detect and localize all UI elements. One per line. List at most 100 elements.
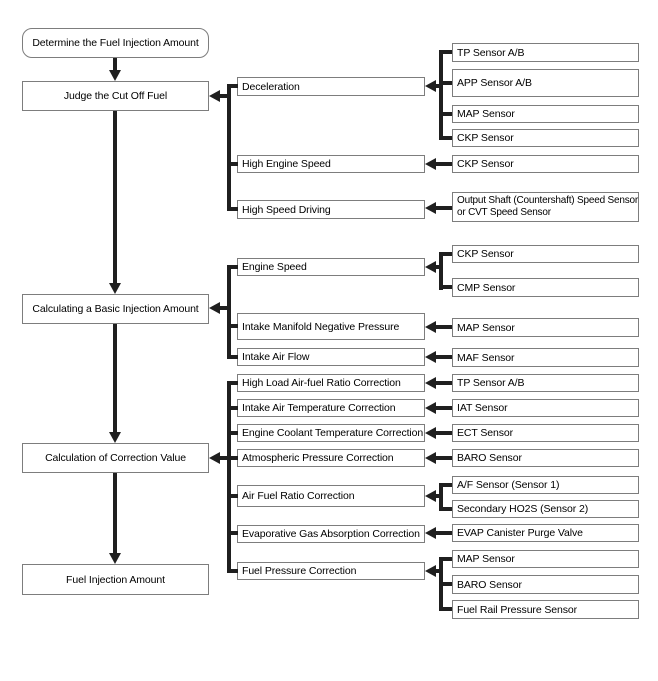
arrowhead-left xyxy=(425,377,436,389)
connector-line xyxy=(230,324,238,328)
node-map-sensor-1: MAP Sensor xyxy=(452,105,639,123)
node-cmp-sensor: CMP Sensor xyxy=(452,278,639,297)
arrowhead-left xyxy=(425,527,436,539)
connector-line xyxy=(219,456,228,460)
node-label: CMP Sensor xyxy=(457,281,516,294)
node-label: Intake Manifold Negative Pressure xyxy=(242,320,400,333)
connector-line xyxy=(436,381,452,385)
arrowhead-left xyxy=(425,490,436,502)
arrowhead-left xyxy=(425,202,436,214)
connector-line xyxy=(439,50,443,140)
node-label: APP Sensor A/B xyxy=(457,77,532,89)
node-label: Fuel Rail Pressure Sensor xyxy=(457,603,578,616)
node-map-sensor-3: MAP Sensor xyxy=(452,550,639,568)
connector-line xyxy=(442,507,452,511)
connector-line xyxy=(230,84,238,88)
arrowhead-left xyxy=(209,302,220,314)
node-label: Determine the Fuel Injection Amount xyxy=(32,37,199,49)
connector-line xyxy=(433,494,441,498)
node-determine-fuel-injection-amount: Determine the Fuel Injection Amount xyxy=(22,28,209,58)
connector-line xyxy=(433,265,441,269)
node-label: Output Shaft (Countershaft) Speed Sensor xyxy=(457,194,638,206)
arrowhead-left xyxy=(425,351,436,363)
node-label: CKP Sensor xyxy=(457,132,514,144)
node-calculation-of-correction-value: Calculation of Correction Value xyxy=(22,443,209,473)
node-label: Air Fuel Ratio Correction xyxy=(242,490,355,502)
node-atmospheric-pressure-correction: Atmospheric Pressure Correction xyxy=(237,449,425,467)
node-label: MAP Sensor xyxy=(457,553,515,565)
node-label: Judge the Cut Off Fuel xyxy=(63,90,168,102)
connector-line xyxy=(442,557,452,561)
node-ckp-sensor-1: CKP Sensor xyxy=(452,129,639,147)
arrowhead-left xyxy=(425,452,436,464)
node-output-shaft-speed-sensor: Output Shaft (Countershaft) Speed Sensor… xyxy=(452,192,639,222)
arrowhead-left xyxy=(209,90,220,102)
arrowhead-left xyxy=(425,427,436,439)
connector-line xyxy=(436,325,452,329)
connector-line xyxy=(442,607,452,611)
node-evaporative-gas-absorption-correction: Evaporative Gas Absorption Correction xyxy=(237,525,425,543)
connector-line xyxy=(436,355,452,359)
node-calculating-basic-injection-amount: Calculating a Basic Injection Amount xyxy=(22,294,209,324)
node-baro-sensor-2: BARO Sensor xyxy=(452,575,639,594)
node-label: Fuel Pressure Correction xyxy=(242,565,357,577)
node-label: Fuel Injection Amount xyxy=(66,573,165,586)
arrowhead-down xyxy=(109,553,121,564)
connector-line xyxy=(230,355,238,359)
connector-line xyxy=(436,431,452,435)
node-judge-cut-off-fuel: Judge the Cut Off Fuel xyxy=(22,81,209,111)
connector-line xyxy=(227,265,231,359)
connector-line xyxy=(442,285,452,289)
connector-line xyxy=(227,381,231,573)
arrowhead-left xyxy=(425,565,436,577)
node-ckp-sensor-2: CKP Sensor xyxy=(452,155,639,173)
node-label: Intake Air Flow xyxy=(242,351,310,363)
connector-line xyxy=(230,494,238,498)
node-high-engine-speed: High Engine Speed xyxy=(237,155,425,173)
node-label: BARO Sensor xyxy=(457,578,522,591)
connector-line xyxy=(113,473,117,553)
connector-line xyxy=(436,531,452,535)
connector-line xyxy=(442,483,452,487)
node-maf-sensor: MAF Sensor xyxy=(452,348,639,367)
connector-line xyxy=(439,252,443,290)
connector-line xyxy=(230,265,238,269)
node-tp-sensor-ab-1: TP Sensor A/B xyxy=(452,43,639,62)
node-high-speed-driving: High Speed Driving xyxy=(237,200,425,219)
connector-line xyxy=(230,569,238,573)
arrowhead-left xyxy=(425,158,436,170)
connector-line xyxy=(230,406,238,410)
node-fuel-injection-amount: Fuel Injection Amount xyxy=(22,564,209,595)
connector-line xyxy=(230,456,238,460)
node-intake-manifold-negative-pressure: Intake Manifold Negative Pressure xyxy=(237,313,425,340)
node-map-sensor-2: MAP Sensor xyxy=(452,318,639,337)
node-label-line2: or CVT Speed Sensor xyxy=(457,207,551,218)
node-deceleration: Deceleration xyxy=(237,77,425,96)
connector-line xyxy=(230,207,238,211)
node-fuel-pressure-correction: Fuel Pressure Correction xyxy=(237,562,425,580)
node-label: Intake Air Temperature Correction xyxy=(242,402,396,414)
node-label: Engine Coolant Temperature Correction xyxy=(242,427,424,439)
node-intake-air-temperature-correction: Intake Air Temperature Correction xyxy=(237,399,425,417)
arrowhead-left xyxy=(425,261,436,273)
connector-line xyxy=(230,162,238,166)
node-evap-canister-purge-valve: EVAP Canister Purge Valve xyxy=(452,524,639,542)
node-label: A/F Sensor (Sensor 1) xyxy=(457,479,560,491)
connector-line xyxy=(442,50,452,54)
connector-line xyxy=(439,483,443,511)
node-tp-sensor-ab-2: TP Sensor A/B xyxy=(452,374,639,392)
connector-line xyxy=(436,406,452,410)
node-air-fuel-ratio-correction: Air Fuel Ratio Correction xyxy=(237,485,425,507)
node-fuel-rail-pressure-sensor: Fuel Rail Pressure Sensor xyxy=(452,600,639,619)
connector-line xyxy=(230,431,238,435)
connector-line xyxy=(442,582,452,586)
node-app-sensor-ab: APP Sensor A/B xyxy=(452,69,639,97)
node-ect-sensor: ECT Sensor xyxy=(452,424,639,442)
node-label: MAP Sensor xyxy=(457,108,515,120)
node-label: CKP Sensor xyxy=(457,158,514,170)
node-label: Calculation of Correction Value xyxy=(45,452,186,464)
node-engine-coolant-temperature-correction: Engine Coolant Temperature Correction xyxy=(237,424,425,442)
connector-line xyxy=(113,58,117,71)
node-label: Calculating a Basic Injection Amount xyxy=(32,303,199,315)
node-secondary-ho2s: Secondary HO2S (Sensor 2) xyxy=(452,500,639,518)
